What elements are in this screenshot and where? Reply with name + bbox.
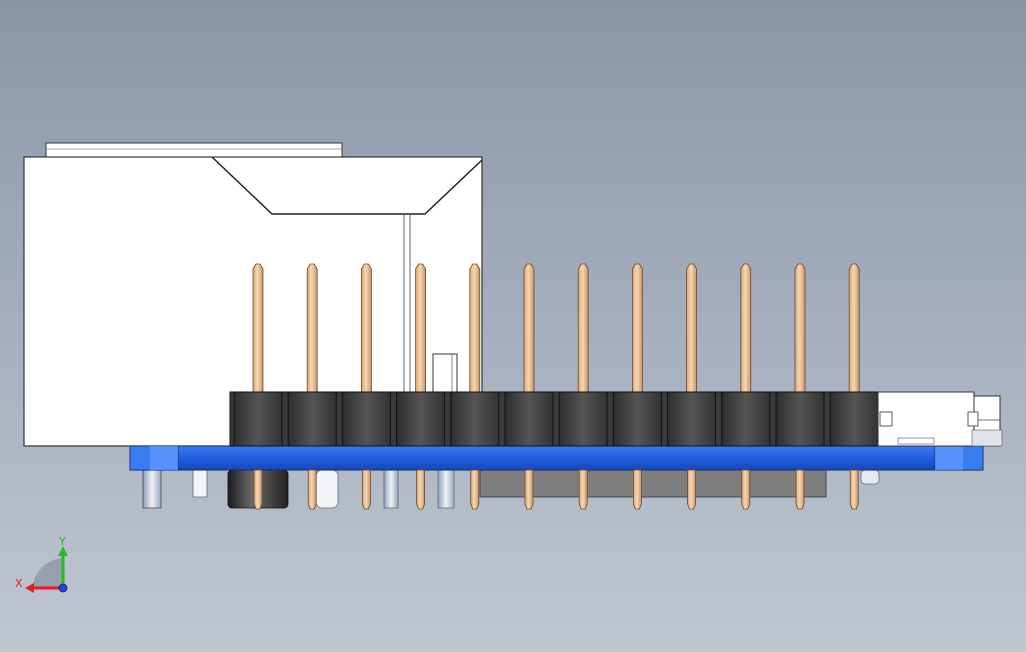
header-pin-tail [687, 469, 696, 510]
header-housing-segment [504, 391, 554, 447]
header-housing-segment [233, 391, 283, 447]
header-pin-tail [578, 469, 588, 510]
header-pin-tail [741, 469, 751, 510]
header-pin-tail [253, 469, 263, 510]
header-housing-segment [341, 391, 391, 447]
pcb-board [129, 445, 984, 471]
header-pin-tail [470, 469, 480, 510]
header-pin [577, 263, 589, 393]
bottom-components [142, 469, 880, 509]
y-axis-arrowhead [58, 546, 68, 556]
header-pins-bottom [253, 469, 859, 510]
x-axis-label: X [15, 577, 23, 590]
header-pin [686, 263, 697, 393]
header-housing-segment [721, 391, 771, 447]
header-housing-segment [667, 391, 717, 447]
header-pin [794, 263, 806, 393]
header-housing-segment [558, 391, 608, 447]
header-pin-tail [633, 469, 642, 510]
x-axis-arrowhead [25, 583, 34, 593]
header-pin-tail [362, 469, 371, 510]
header-pin [469, 263, 481, 393]
header-pin [252, 263, 264, 393]
header-housing-segment [396, 391, 446, 447]
header-housing-segment [287, 391, 337, 447]
header-housing-segment [775, 391, 825, 447]
usb-connector [877, 391, 1003, 447]
header-pin [306, 263, 318, 393]
y-axis-label: Y [58, 535, 66, 548]
header-housing-segment [829, 391, 879, 447]
header-housing-segment [612, 391, 662, 447]
header-pin [740, 263, 752, 393]
header-housing-segment [450, 391, 500, 447]
header-pin [415, 263, 426, 393]
header-pin-tail [795, 469, 805, 510]
header-pin [848, 263, 860, 393]
header-pin [523, 263, 535, 393]
header-pin-tail [524, 469, 534, 510]
bottom-module [479, 469, 827, 498]
header-pin-tail [849, 469, 859, 510]
header-pin-tail [416, 469, 425, 510]
header-pin [632, 263, 643, 393]
pin-header-body [229, 391, 881, 447]
header-pin-tail [307, 469, 317, 510]
coordinate-triad[interactable]: Y X [15, 535, 68, 593]
header-pin [361, 263, 372, 393]
z-axis-dot [58, 583, 68, 593]
